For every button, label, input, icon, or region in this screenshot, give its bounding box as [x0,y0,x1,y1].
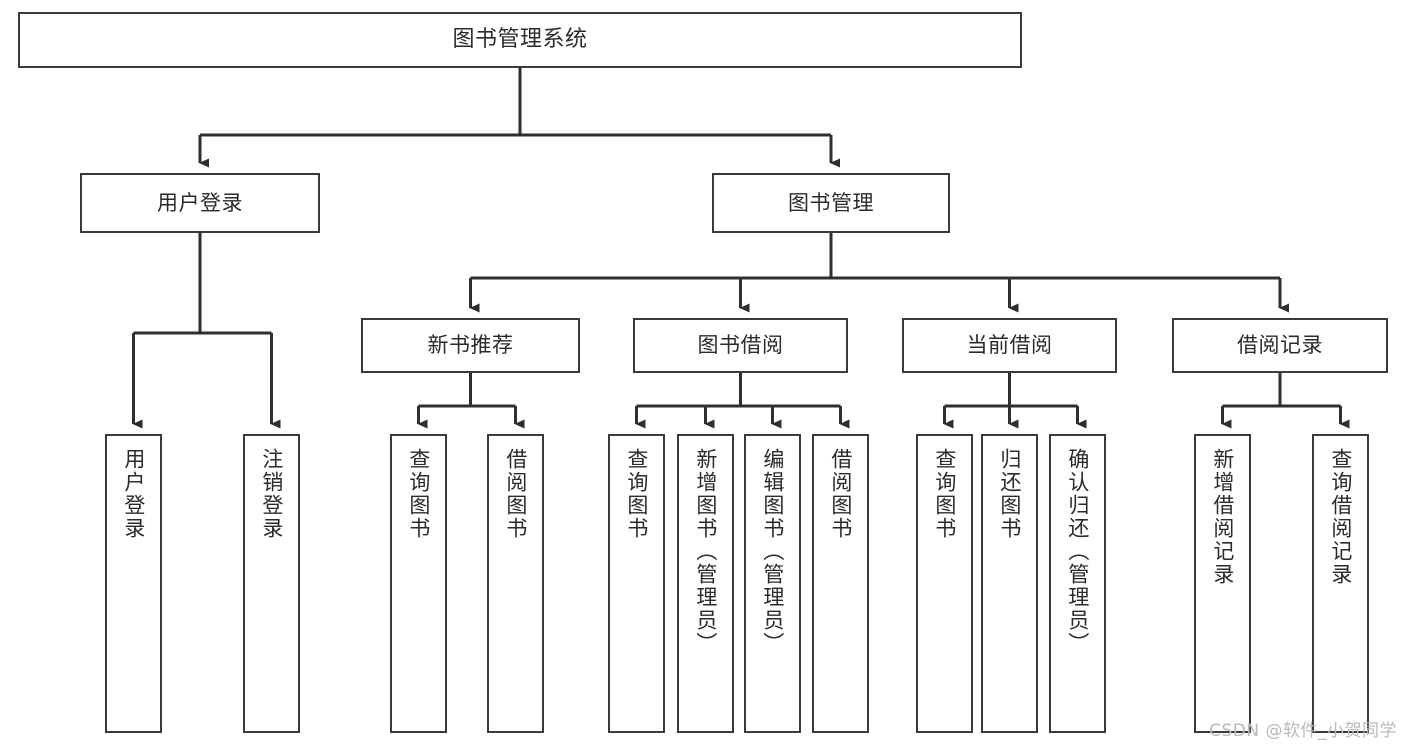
node-bookmgmt[interactable]: 图书管理 [712,173,950,233]
watermark-label: CSDN @软件_小贺同学 [1209,721,1397,741]
node-label-bookmgmt: 图书管理 [788,190,874,215]
node-label-leaf-query-book: 查询图书 [624,448,649,540]
node-label-leaf-query-book-new: 查询图书 [406,448,431,540]
node-newbook[interactable]: 新书推荐 [361,318,580,373]
node-records[interactable]: 借阅记录 [1172,318,1388,373]
node-label-leaf-confirm-return: 确认归还（管理员） [1065,448,1090,655]
node-leaf-add-record[interactable]: 新增借阅记录 [1194,434,1251,733]
node-leaf-borrow-book-new[interactable]: 借阅图书 [487,434,544,733]
node-leaf-add-book[interactable]: 新增图书（管理员） [677,434,734,733]
node-label-leaf-user-login: 用户登录 [121,448,146,540]
node-label-newbook: 新书推荐 [427,333,514,358]
node-label-leaf-borrow-book-new: 借阅图书 [503,448,528,540]
node-leaf-edit-book[interactable]: 编辑图书（管理员） [744,434,801,733]
node-label-leaf-query-book-cur: 查询图书 [932,448,957,540]
node-label-records: 借阅记录 [1237,333,1323,358]
node-leaf-return-book[interactable]: 归还图书 [981,434,1038,733]
node-current[interactable]: 当前借阅 [902,318,1117,373]
node-leaf-query-record[interactable]: 查询借阅记录 [1312,434,1369,733]
node-label-leaf-borrow-book: 借阅图书 [828,448,853,540]
node-leaf-query-book-cur[interactable]: 查询图书 [916,434,973,733]
node-root[interactable]: 图书管理系统 [18,12,1022,68]
node-label-borrow: 图书借阅 [697,333,784,358]
node-leaf-user-login[interactable]: 用户登录 [105,434,162,733]
node-label-leaf-return-book: 归还图书 [997,448,1022,540]
node-label-leaf-edit-book: 编辑图书（管理员） [760,448,785,655]
node-leaf-query-book-new[interactable]: 查询图书 [390,434,447,733]
node-label-root: 图书管理系统 [452,27,588,53]
node-label-login: 用户登录 [157,190,243,215]
node-leaf-confirm-return[interactable]: 确认归还（管理员） [1049,434,1106,733]
node-leaf-user-logout[interactable]: 注销登录 [243,434,300,733]
node-label-current: 当前借阅 [966,333,1053,358]
node-label-leaf-query-record: 查询借阅记录 [1328,448,1353,586]
node-label-leaf-add-record: 新增借阅记录 [1210,448,1235,586]
node-borrow[interactable]: 图书借阅 [633,318,848,373]
node-login[interactable]: 用户登录 [80,173,320,233]
node-label-leaf-user-logout: 注销登录 [259,448,284,540]
node-leaf-borrow-book[interactable]: 借阅图书 [812,434,869,733]
node-label-leaf-add-book: 新增图书（管理员） [693,448,718,655]
node-leaf-query-book[interactable]: 查询图书 [608,434,665,733]
